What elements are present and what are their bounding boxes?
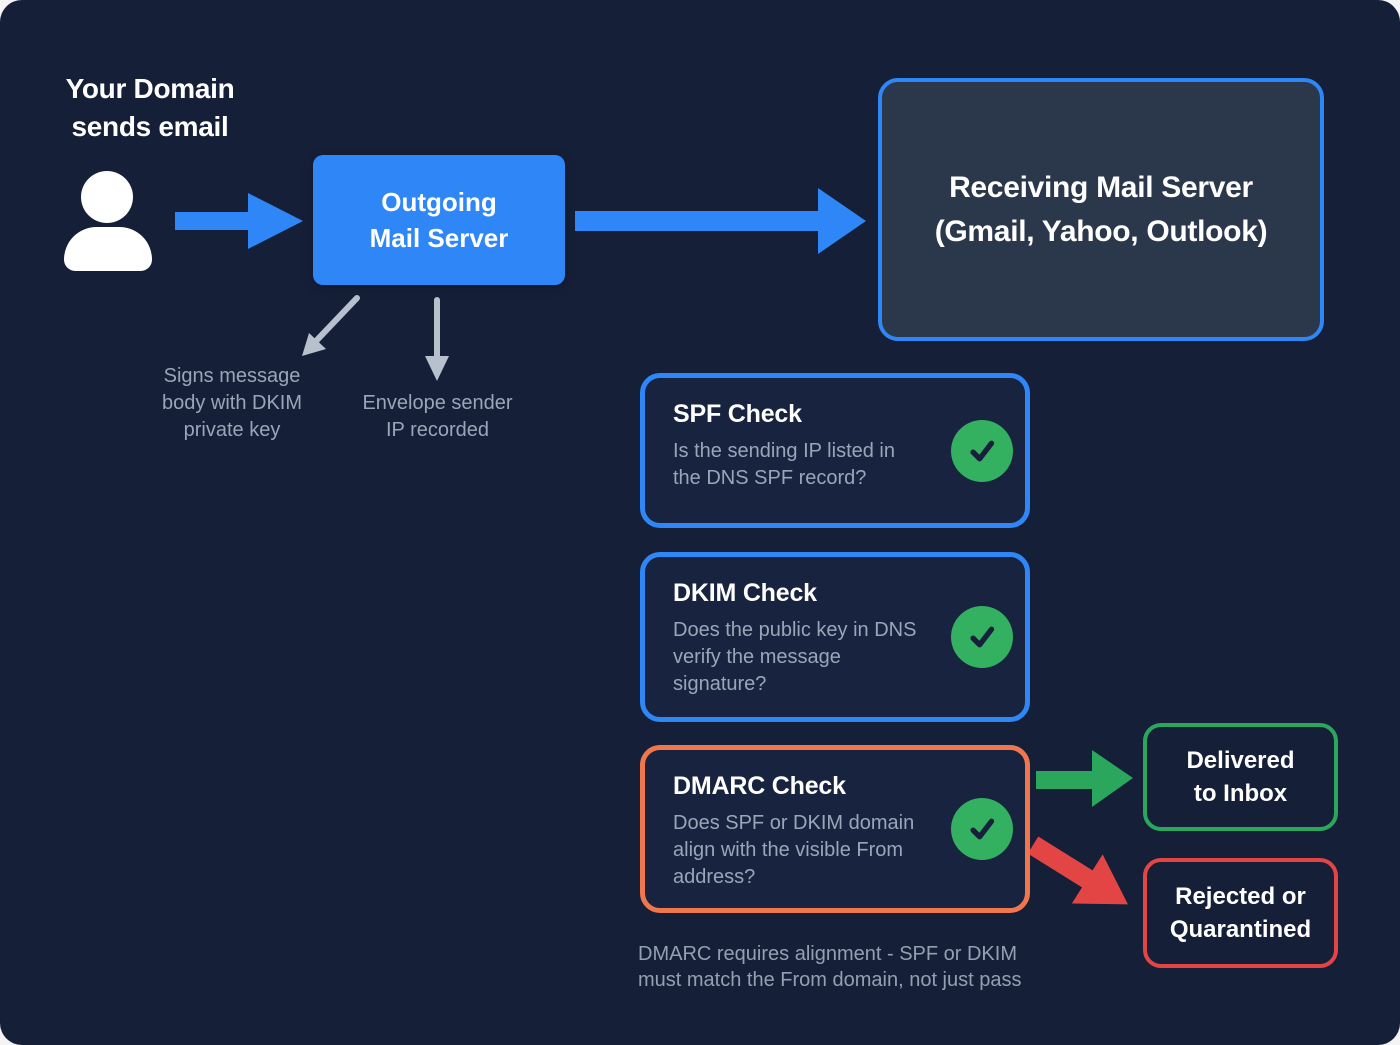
dmarc-check-desc-line3: address? — [673, 866, 756, 888]
spf-check-description: Is the sending IP listed in the DNS SPF … — [673, 438, 925, 492]
user-icon-head — [81, 171, 133, 223]
dmarc-check-title: DMARC Check — [673, 772, 846, 800]
annotation-dkim-line2: body with DKIM — [161, 392, 303, 414]
dmarc-check-desc-line2: align with the visible From — [673, 839, 904, 861]
rejected-label-line1: Rejected or — [1175, 883, 1306, 910]
sender-label-line1: Your Domain — [65, 73, 235, 104]
footnote-line1: DMARC requires alignment - SPF or DKIM — [638, 943, 1017, 965]
receiving-label-line1: Receiving Mail Server — [949, 170, 1253, 204]
outgoing-mail-server-node: Outgoing Mail Server — [313, 155, 565, 285]
annotation-spf-line1: Envelope sender — [362, 392, 513, 414]
user-icon — [60, 165, 160, 275]
annotation-envelope-ip: Envelope sender IP recorded — [345, 390, 530, 444]
arrow-dkim-annotation — [302, 295, 360, 356]
dkim-check-card: DKIM Check Does the public key in DNS ve… — [640, 552, 1030, 722]
spf-check-card: SPF Check Is the sending IP listed in th… — [640, 373, 1030, 528]
receiving-label-line2: (Gmail, Yahoo, Outlook) — [934, 214, 1268, 248]
arrow-dmarc-fail — [1027, 836, 1128, 905]
user-icon-body — [64, 227, 152, 271]
dkim-check-desc-line2: verify the message — [673, 646, 841, 668]
delivered-to-inbox-node: Delivered to Inbox — [1143, 723, 1338, 831]
outgoing-label-line2: Mail Server — [369, 223, 509, 253]
delivered-label-line1: Delivered — [1186, 747, 1295, 774]
annotation-dkim-signing: Signs message body with DKIM private key — [132, 363, 332, 444]
spf-pass-check-icon — [951, 419, 1013, 482]
dkim-check-desc-line1: Does the public key in DNS — [673, 619, 917, 641]
rejected-label-line2: Quarantined — [1169, 916, 1312, 943]
spf-check-title: SPF Check — [673, 400, 802, 428]
rejected-or-quarantined-node: Rejected or Quarantined — [1143, 858, 1338, 968]
receiving-mail-server-node: Receiving Mail Server (Gmail, Yahoo, Out… — [878, 78, 1324, 341]
dkim-check-title: DKIM Check — [673, 579, 817, 607]
spf-check-desc-line2: the DNS SPF record? — [673, 467, 867, 489]
annotation-dkim-line3: private key — [183, 419, 281, 441]
dkim-check-description: Does the public key in DNS verify the me… — [673, 617, 925, 698]
spf-check-desc-line1: Is the sending IP listed in — [673, 440, 895, 462]
dmarc-alignment-footnote: DMARC requires alignment - SPF or DKIM m… — [638, 941, 1022, 993]
arrow-spf-annotation — [425, 297, 449, 381]
dmarc-pass-check-icon — [951, 798, 1013, 860]
dkim-check-desc-line3: signature? — [673, 673, 767, 695]
annotation-spf-line2: IP recorded — [385, 419, 490, 441]
sender-label-line2: sends email — [71, 111, 229, 142]
dmarc-check-description: Does SPF or DKIM domain align with the v… — [673, 810, 925, 891]
dmarc-check-desc-line1: Does SPF or DKIM domain — [673, 812, 915, 834]
arrow-outgoing-to-receiving — [575, 188, 866, 254]
arrow-sender-to-outgoing — [175, 193, 303, 249]
annotation-dkim-line1: Signs message — [163, 365, 301, 387]
delivered-label-line2: to Inbox — [1193, 780, 1288, 807]
dkim-pass-check-icon — [951, 606, 1013, 668]
sender-label: Your Domain sends email — [30, 70, 270, 146]
outgoing-label-line1: Outgoing — [381, 187, 497, 217]
dmarc-check-card: DMARC Check Does SPF or DKIM domain alig… — [640, 745, 1030, 913]
arrow-dmarc-pass — [1036, 750, 1133, 807]
footnote-line2: must match the From domain, not just pas… — [638, 969, 1022, 991]
